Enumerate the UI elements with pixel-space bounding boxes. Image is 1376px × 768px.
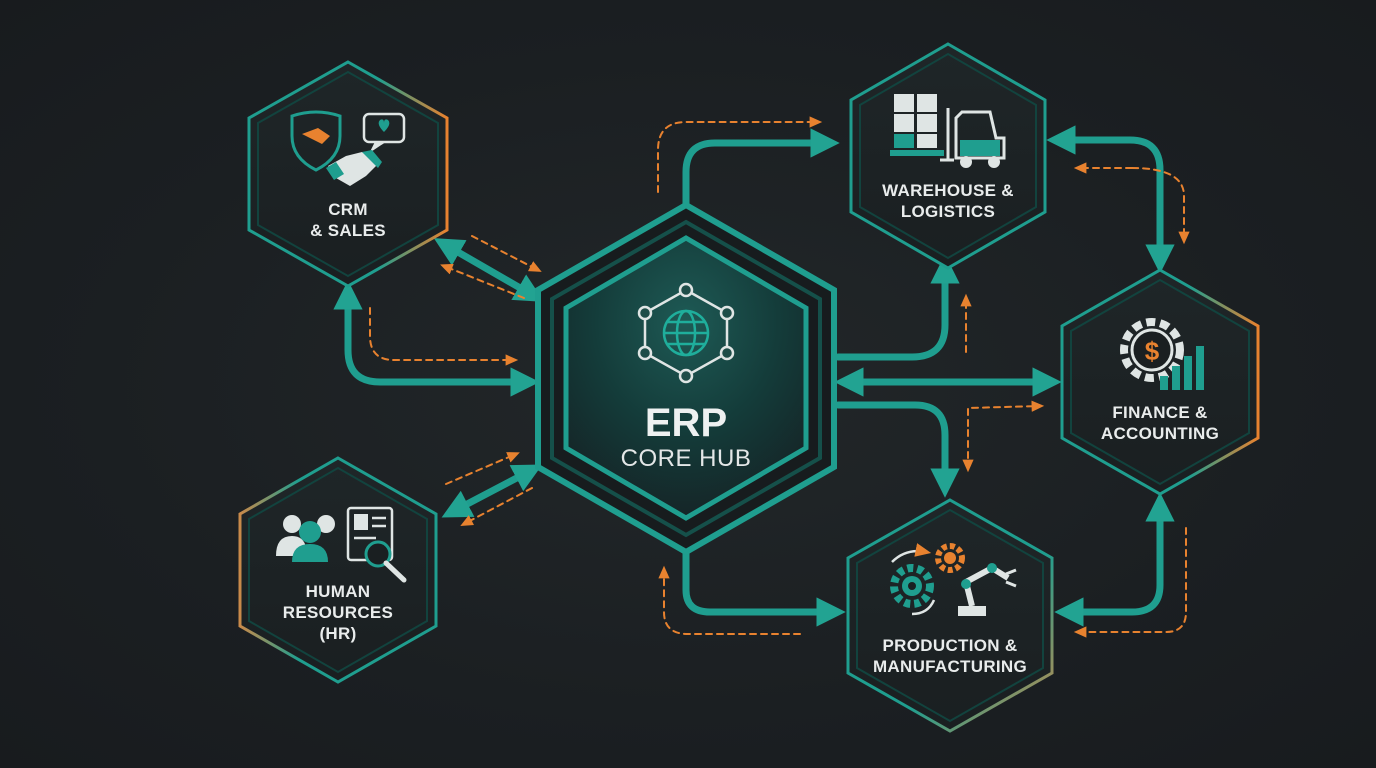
flow-crm-hub-loop [369,307,519,366]
module-human-resources[interactable]: HUMAN RESOURCES (HR) [238,456,438,684]
flow-hr-hub-b [460,487,533,526]
svg-text:$: $ [1145,336,1160,366]
production-label-line1: PRODUCTION & [883,636,1018,655]
flow-crm-hub-a [471,235,542,272]
flow-hr-hub-a [445,452,520,485]
connector-finance-production [1054,492,1175,627]
erp-core-hub[interactable]: ERP CORE HUB [535,201,837,556]
finance-label-line2: ACCOUNTING [1101,424,1219,443]
flow-finance-production [1073,527,1187,638]
flow-hub-warehouse [657,116,823,193]
dashed-connectors [369,116,1190,638]
people-resume-icon [276,506,407,583]
connector-warehouse-finance [1046,125,1175,274]
hub-title: ERP [645,401,727,445]
production-label-line2: MANUFACTURING [873,657,1027,676]
module-warehouse-logistics[interactable]: WAREHOUSE & LOGISTICS [849,42,1047,270]
warehouse-label-line2: LOGISTICS [901,202,995,221]
connector-hub-production-bottom [682,548,846,627]
hr-label-line1: HUMAN [306,582,371,601]
hub-subtitle: CORE HUB [621,445,752,472]
dollar-gear-chart-icon: $ [1120,318,1204,390]
flow-production-hub [658,565,801,635]
warehouse-label-line1: WAREHOUSE & [882,181,1014,200]
flow-warehouse-finance [1131,167,1190,245]
connector-hub-warehouse-return [834,254,960,361]
solid-connectors [333,125,1175,627]
finance-label-line1: FINANCE & [1112,403,1207,422]
crm-label-line1: CRM [328,200,368,219]
connector-crm-hub-loop [333,280,540,397]
module-finance-accounting[interactable]: $ FINANCE & ACCOUNTING [1060,268,1260,496]
handshake-shield-icon [290,110,406,186]
connector-hub-production [834,401,960,498]
hr-label-line3: (HR) [319,624,356,643]
network-globe-icon [637,282,735,384]
connector-hr-hub-diagonal [441,464,543,518]
robot-arm-gears-icon [890,543,1017,616]
module-production-manufacturing[interactable]: PRODUCTION & MANUFACTURING [846,498,1054,733]
connector-hub-warehouse [682,128,840,222]
hr-label-line2: RESOURCES [283,603,393,622]
crm-label-line2: & SALES [310,221,386,240]
flow-hub-finance [967,400,1045,427]
flow-crm-hub-b [440,263,525,299]
forklift-boxes-icon [890,94,1006,168]
connector-crm-hub-diagonal [433,238,545,302]
module-crm-sales[interactable]: CRM & SALES [247,60,449,288]
